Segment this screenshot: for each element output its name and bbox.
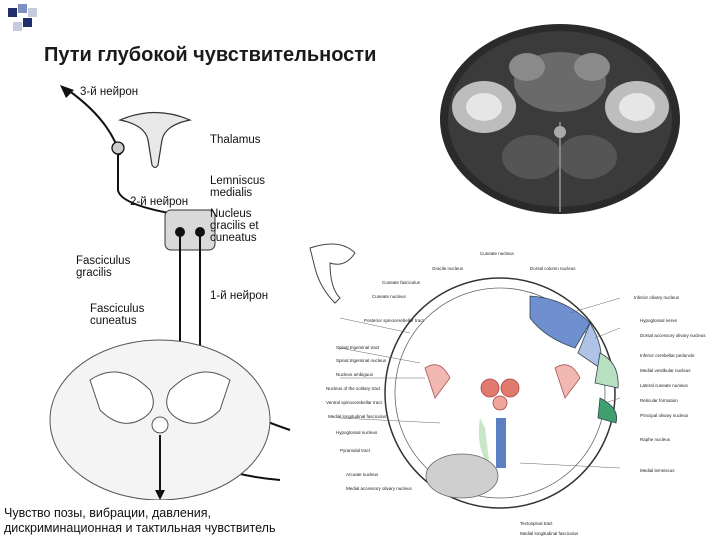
pathway-diagram [49,85,291,500]
schematic-label: Nucleus of the solitary tract [326,386,381,391]
schematic-label: Inferior cerebellar peduncle [640,353,695,358]
label-fasciculus-gracilis: Fasciculus gracilis [76,255,131,279]
schematic-label: Spinal trigeminal tract [336,345,380,350]
medulla-photo [432,12,720,222]
schematic-label: Cuneate nucleus [480,251,514,256]
schematic-label: Principal olivary nucleus [640,413,689,418]
bullet-square-light [13,22,22,31]
schematic-label: Arcuate nucleus [346,472,379,477]
schematic-label: Lateral cuneate nucleus [640,383,688,388]
medulla-schematic [300,238,720,538]
caption-line-1: Чувство позы, вибрации, давления, [4,506,211,520]
label-neuron3: 3-й нейрон [80,86,139,98]
schematic-label: Posterior spinocerebellar tract [364,318,424,323]
schematic-label: Medial lemniscus [640,468,675,473]
caption-line-2: дискриминационная и тактильная чувствите… [4,521,276,535]
label-nucleus: Nucleus gracilis et cuneatus [210,208,259,244]
bullet-square-dark [23,18,32,27]
slide-title: Пути глубокой чувствительности [44,44,377,66]
schematic-label: Medial longitudinal fasciculus [520,531,579,536]
schematic-label: Cuneate fasciculus [382,280,421,285]
label-fasciculus-cuneatus: Fasciculus cuneatus [90,303,145,327]
schematic-label: Hypoglossal nerve [640,318,678,323]
schematic-label: Medial vestibular nucleus [640,368,691,373]
schematic-label: Cuneate nucleus [372,294,406,299]
schematic-label: Reticular formation [640,398,678,403]
schematic-label: Medial longitudinal fasciculus [328,414,387,419]
bullet-square-mid [18,4,27,13]
schematic-label: Dorsal accessory olivary nucleus [640,333,706,338]
bullet-square-light [28,8,37,17]
label-lemniscus: Lemniscus medialis [210,175,265,199]
schematic-label: Raphe nucleus [640,437,671,442]
label-neuron1: 1-й нейрон [210,290,269,302]
schematic-label: Inferior olivary nucleus [634,295,680,300]
schematic-label: Medial accessory olivary nucleus [346,486,412,491]
label-thalamus: Thalamus [210,134,261,146]
schematic-label: Ventral spinocerebellar tract [326,400,382,405]
schematic-label: Nucleus ambiguus [336,372,374,377]
schematic-label: Tectospinal tract [520,521,553,526]
label-neuron2: 2-й нейрон [130,196,189,208]
bullet-square-dark [8,8,17,17]
schematic-label: Hypoglossal nucleus [336,430,378,435]
schematic-label: Dorsal column nucleus [530,266,576,271]
schematic-label: Spinal trigeminal nucleus [336,358,387,363]
schematic-label: Pyramidal tract [340,448,371,453]
schematic-label: Gracile nucleus [432,266,464,271]
pathway-caption: Чувство позы, вибрации, давления, дискри… [4,506,275,536]
